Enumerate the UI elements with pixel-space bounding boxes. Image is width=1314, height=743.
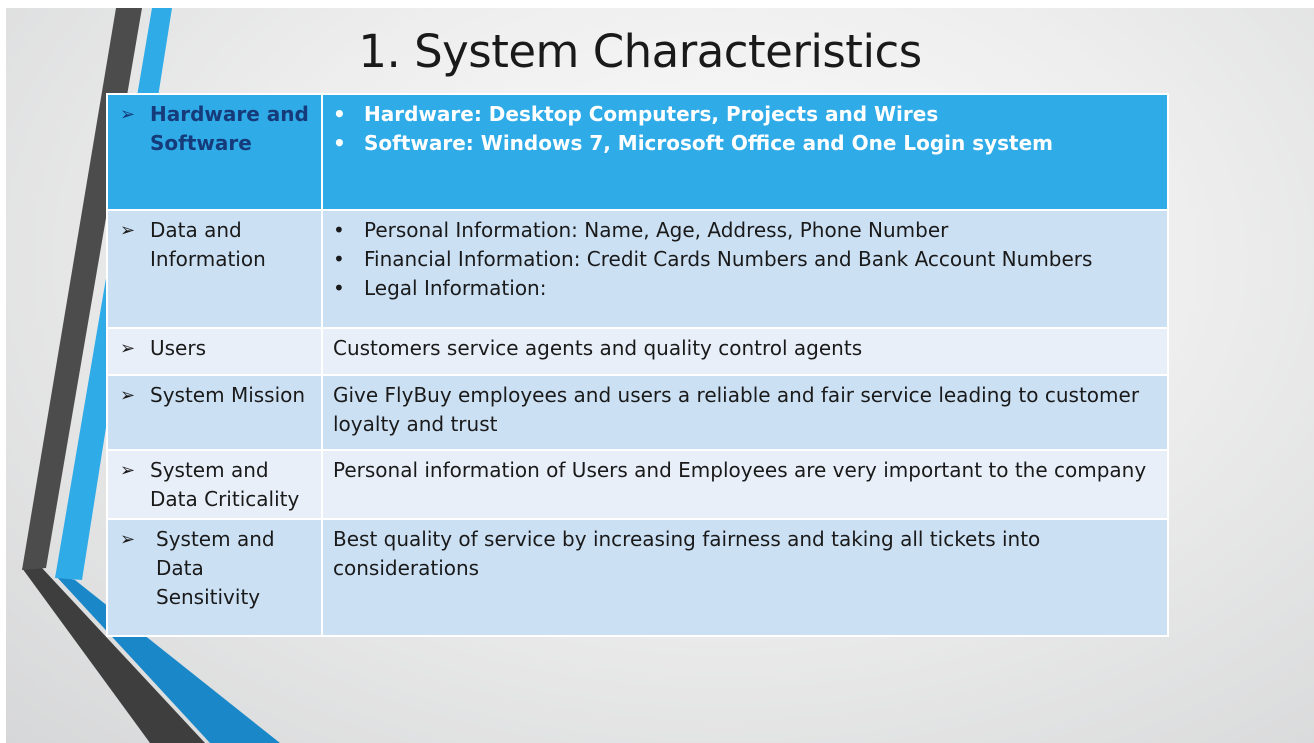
row-value-cell: •Personal Information: Name, Age, Addres… [321, 209, 1169, 329]
window-left-edge [0, 0, 6, 743]
row-label-line: Data Criticality [150, 487, 300, 511]
row-label-line: Users [150, 336, 207, 360]
row-label-cell: ➢ System and Data Sensitivity [106, 518, 323, 637]
arrow-bullet-icon: ➢ [120, 385, 136, 406]
row-label-line: Data and [150, 218, 242, 242]
arrow-bullet-icon: ➢ [120, 338, 136, 359]
table-row-users: ➢ Users Customers service agents and qua… [106, 327, 1169, 376]
bullet-item: •Legal Information: [333, 274, 1157, 303]
gray-stripe-bottom [22, 568, 205, 743]
arrow-bullet-icon: ➢ [120, 460, 136, 481]
row-label-line: System and [150, 458, 269, 482]
row-value-cell: Best quality of service by increasing fa… [321, 518, 1169, 637]
slide-title: 1. System Characteristics [358, 25, 922, 78]
bullet-dot-icon: • [333, 218, 345, 242]
row-label-line: Sensitivity [156, 585, 261, 609]
arrow-bullet-icon: ➢ [120, 529, 136, 550]
row-label-line: System and [156, 527, 275, 551]
bullet-dot-icon: • [333, 276, 345, 300]
bullet-item: •Financial Information: Credit Cards Num… [333, 245, 1157, 274]
row-label-cell: ➢ Hardware and Software [106, 93, 323, 211]
table-row-hardware-software: ➢ Hardware and Software •Hardware: Deskt… [106, 93, 1169, 211]
row-label-cell: ➢ Data and Information [106, 209, 323, 329]
row-value-cell: Give FlyBuy employees and users a reliab… [321, 374, 1169, 451]
arrow-bullet-icon: ➢ [120, 220, 136, 241]
bullet-dot-icon: • [333, 247, 345, 271]
row-value-cell: Personal information of Users and Employ… [321, 449, 1169, 520]
bullet-item: •Software: Windows 7, Microsoft Office a… [333, 129, 1157, 158]
table-row-system-mission: ➢ System Mission Give FlyBuy employees a… [106, 374, 1169, 451]
bullet-item: •Hardware: Desktop Computers, Projects a… [333, 100, 1157, 129]
arrow-bullet-icon: ➢ [120, 104, 136, 125]
row-label-cell: ➢ System and Data Criticality [106, 449, 323, 520]
characteristics-table: ➢ Hardware and Software •Hardware: Deskt… [106, 93, 1169, 637]
row-label-line: Data [156, 556, 204, 580]
window-top-border [0, 0, 1314, 8]
row-label-line: Information [150, 247, 266, 271]
bullet-dot-icon: • [333, 131, 346, 155]
row-label-cell: ➢ System Mission [106, 374, 323, 451]
bullet-dot-icon: • [333, 102, 346, 126]
row-label-cell: ➢ Users [106, 327, 323, 376]
row-label-line: System Mission [150, 383, 306, 407]
table-row-data-information: ➢ Data and Information •Personal Informa… [106, 209, 1169, 329]
table-row-system-data-criticality: ➢ System and Data Criticality Personal i… [106, 449, 1169, 520]
row-value-cell: •Hardware: Desktop Computers, Projects a… [321, 93, 1169, 211]
row-value-cell: Customers service agents and quality con… [321, 327, 1169, 376]
row-label-line: Software [150, 131, 252, 155]
bullet-item: •Personal Information: Name, Age, Addres… [333, 216, 1157, 245]
row-label-line: Hardware and [150, 102, 309, 126]
table-row-system-data-sensitivity: ➢ System and Data Sensitivity Best quali… [106, 518, 1169, 637]
